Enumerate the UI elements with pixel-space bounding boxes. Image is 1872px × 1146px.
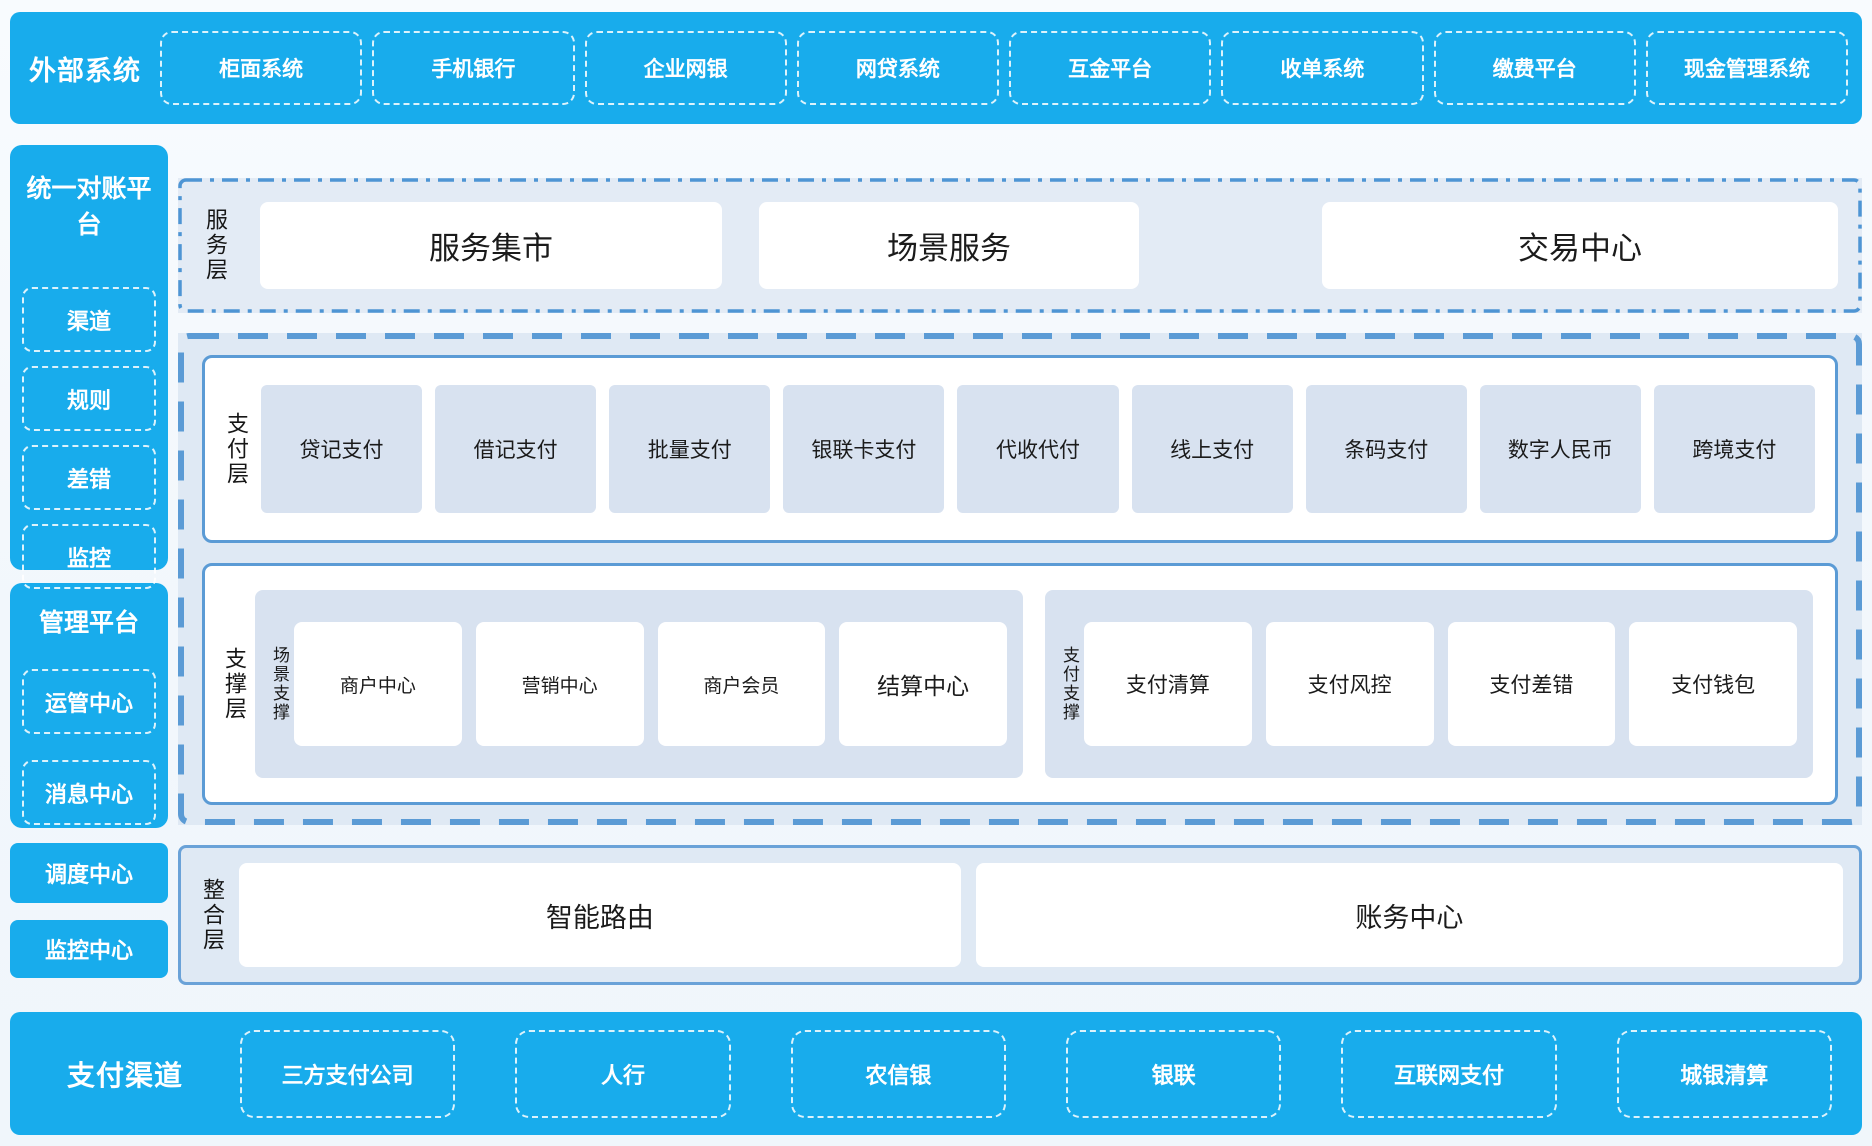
management-platform-panel: 管理平台 运管中心消息中心 [10,583,168,828]
dispatch-center-box: 调度中心 [10,843,168,903]
scene-support-item: 商户中心 [294,622,462,746]
reconciliation-platform-panel: 统一对账平台 渠道规则差错监控 [10,145,168,589]
payment-channels-bar: 支付渠道 三方支付公司人行农信银银联互联网支付城银清算 [10,1012,1862,1135]
service-box: 交易中心 [1322,202,1838,289]
payment-support-item: 支付风控 [1265,622,1434,746]
payment-channel-item: 三方支付公司 [240,1029,456,1118]
scene-support-item: 商户会员 [657,622,826,746]
support-layer-label: 支撑层 [222,646,247,722]
reconciliation-item: 监控 [22,524,156,589]
payment-channel-item: 农信银 [790,1029,1006,1118]
service-box: 场景服务 [759,202,1139,289]
payment-layer: 支付层 贷记支付借记支付批量支付银联卡支付代收代付线上支付条码支付数字人民币跨境… [202,355,1838,543]
payment-layer-label: 支付层 [224,411,249,487]
integration-box: 智能路由 [239,863,961,967]
service-layer-boxes: 服务集市场景服务 交易中心 [242,202,1862,289]
external-system-item: 网贷系统 [796,31,999,105]
payment-support-item: 支付清算 [1084,622,1252,746]
service-layer: 服务层 服务集市场景服务 交易中心 [178,178,1862,313]
payment-channel-item: 城银清算 [1616,1029,1832,1118]
payment-support-items: 支付清算支付风控支付差错支付钱包 [1084,622,1813,746]
main-area: 服务层 服务集市场景服务 交易中心 支付层 贷记支付借记支付批量支付银联卡支付代收… [178,178,1862,985]
payment-channels-label: 支付渠道 [66,1059,183,1091]
payment-layer-items: 贷记支付借记支付批量支付银联卡支付代收代付线上支付条码支付数字人民币跨境支付 [261,385,1835,513]
payment-channel-item: 银联 [1065,1029,1282,1118]
management-platform-items: 运管中心消息中心 [22,669,156,825]
external-system-item: 收单系统 [1221,31,1424,105]
service-box: 服务集市 [260,202,722,289]
external-system-item: 企业网银 [584,31,787,105]
payment-support-group: 支付支撑 支付清算支付风控支付差错支付钱包 [1045,590,1813,778]
reconciliation-item: 差错 [22,445,156,510]
reconciliation-item: 规则 [22,366,156,431]
payment-item: 跨境支付 [1653,385,1815,513]
monitor-center-box: 监控中心 [10,920,168,978]
payment-support-item: 支付差错 [1447,622,1616,746]
management-item: 消息中心 [22,760,156,825]
payment-item: 数字人民币 [1479,385,1641,513]
payment-item: 借记支付 [435,385,597,513]
integration-layer: 整合层 智能路由账务中心 [178,845,1862,985]
payment-item: 线上支付 [1131,385,1293,513]
reconciliation-platform-title: 统一对账平台 [26,175,152,239]
integration-layer-label: 整合层 [200,877,225,953]
payment-item: 贷记支付 [261,385,423,513]
payment-support-label: 支付支撑 [1060,646,1079,722]
external-systems-label: 外部系统 [29,55,141,86]
external-system-item: 手机银行 [372,31,575,105]
reconciliation-platform-items: 渠道规则差错监控 [22,287,156,589]
scene-support-group: 场景支撑 商户中心营销中心商户会员结算中心 [255,590,1023,778]
payment-support-item: 支付钱包 [1629,622,1797,746]
reconciliation-item: 渠道 [22,287,156,352]
support-layer-groups: 场景支撑 商户中心营销中心商户会员结算中心 支付支撑 支付清算支付风控支付差错支… [255,590,1835,778]
external-system-item: 现金管理系统 [1645,31,1848,105]
scene-support-label: 场景支撑 [270,646,289,722]
integration-layer-boxes: 智能路由账务中心 [239,863,1859,967]
payment-channel-item: 互联网支付 [1341,1029,1557,1118]
payment-item: 批量支付 [609,385,771,513]
support-layer: 支撑层 场景支撑 商户中心营销中心商户会员结算中心 支付支撑 支付清算支付风控支… [202,563,1838,805]
integration-box: 账务中心 [975,863,1843,967]
scene-support-items: 商户中心营销中心商户会员结算中心 [294,622,1023,746]
left-column: 统一对账平台 渠道规则差错监控 管理平台 运管中心消息中心 调度中心 监控中心 [10,145,168,978]
payment-item: 条码支付 [1305,385,1467,513]
payment-channel-item: 人行 [515,1029,731,1118]
management-platform-title: 管理平台 [38,609,139,637]
payment-channels-items: 三方支付公司人行农信银银联互联网支付城银清算 [240,1029,1832,1118]
external-systems-items: 柜面系统手机银行企业网银网贷系统互金平台收单系统缴费平台现金管理系统 [160,31,1848,105]
management-item: 运管中心 [22,669,156,734]
external-system-item: 缴费平台 [1433,31,1636,105]
scene-support-item: 营销中心 [475,622,644,746]
external-systems-bar: 外部系统 柜面系统手机银行企业网银网贷系统互金平台收单系统缴费平台现金管理系统 [10,12,1862,124]
payment-item: 代收代付 [957,385,1119,513]
scene-support-item: 结算中心 [839,622,1007,746]
service-layer-label: 服务层 [203,208,228,283]
external-system-item: 互金平台 [1009,31,1212,105]
core-dashed-section: 支付层 贷记支付借记支付批量支付银联卡支付代收代付线上支付条码支付数字人民币跨境… [178,333,1862,825]
payment-item: 银联卡支付 [783,385,945,513]
external-system-item: 柜面系统 [160,31,363,105]
